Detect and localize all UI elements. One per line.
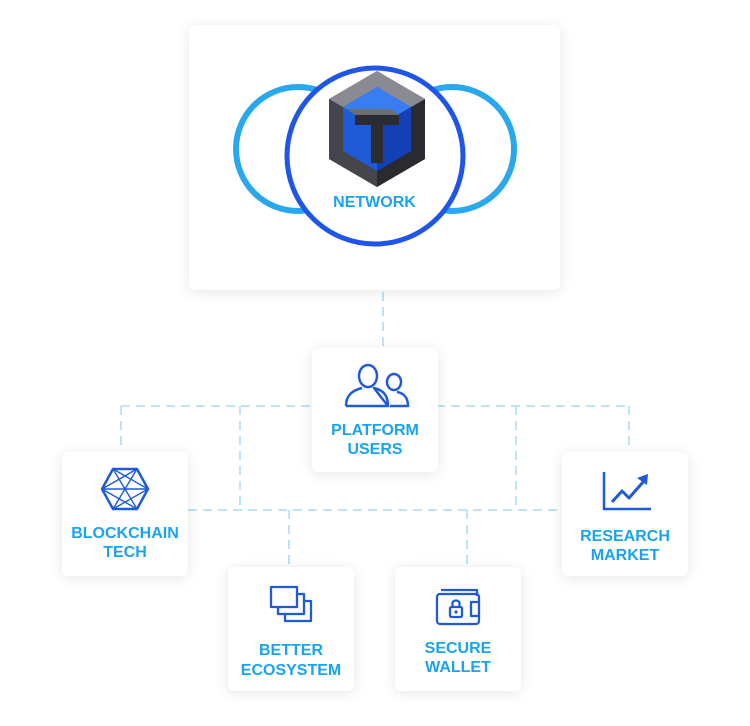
better-ecosystem-line2: ECOSYSTEM: [240, 662, 342, 679]
secure-wallet-card: SECURE WALLET: [395, 567, 521, 691]
network-label: NETWORK: [333, 194, 416, 211]
secure-wallet-line2: WALLET: [425, 659, 491, 676]
wallet-lock-icon: [435, 588, 481, 626]
blockchain-tech-line2: TECH: [103, 544, 147, 561]
secure-wallet-line1: SECURE: [424, 640, 492, 657]
platform-users-card: PLATFORM USERS: [312, 348, 438, 472]
blockchain-tech-line1: BLOCKCHAIN: [71, 525, 179, 542]
better-ecosystem-card: BETTER ECOSYSTEM: [228, 567, 354, 691]
platform-users-line1: PLATFORM: [331, 422, 419, 439]
research-market-line1: RESEARCH: [580, 528, 670, 545]
trending-chart-icon: [602, 472, 651, 511]
hexagon-mesh-icon: [100, 467, 150, 511]
hexagon-cube-logo-icon: [329, 71, 425, 187]
network-card: NETWORK: [189, 25, 560, 290]
stacked-windows-icon: [269, 585, 313, 623]
better-ecosystem-line1: BETTER: [259, 642, 323, 659]
research-market-card: RESEARCH MARKET: [562, 452, 688, 576]
platform-users-line2: USERS: [347, 441, 403, 458]
blockchain-tech-card: BLOCKCHAIN TECH: [62, 452, 188, 576]
research-market-line2: MARKET: [590, 547, 660, 564]
users-icon: [344, 363, 410, 408]
